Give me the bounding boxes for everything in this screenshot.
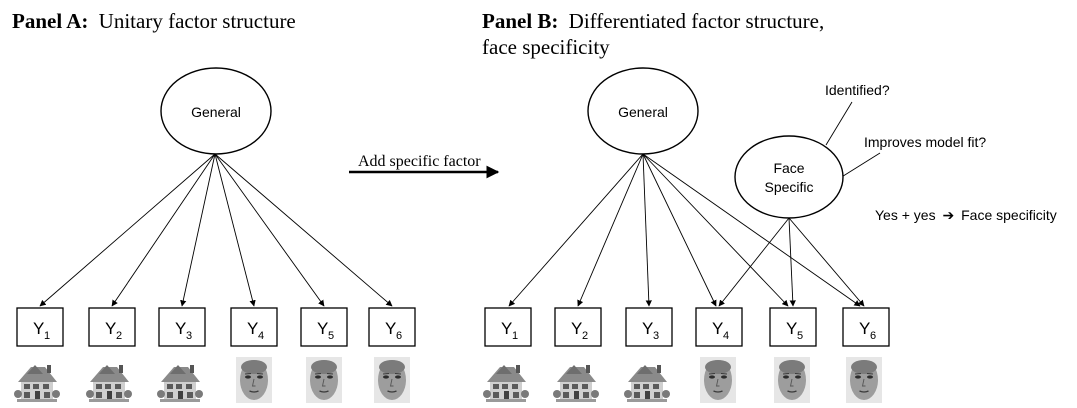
- indicator-letter: Y: [385, 319, 396, 338]
- panel-b-general-factor: [587, 67, 699, 155]
- panel-a-path-y5: [214, 153, 325, 307]
- indicator-subscript: 4: [723, 330, 729, 342]
- panel-a-path-y3: [180, 153, 216, 307]
- panel-a-stimuli: [14, 356, 411, 404]
- panel-b-general-path-y1: [508, 153, 644, 307]
- panel-a-indicator-y6: Y 6: [368, 307, 416, 347]
- indicator-letter: Y: [175, 319, 186, 338]
- panel-b-stimuli: [483, 356, 883, 404]
- indicator-subscript: 5: [797, 330, 803, 342]
- indicator-subscript: 1: [512, 330, 518, 342]
- face-specific-label-line2: Specific: [764, 179, 813, 195]
- indicator-subscript: 2: [582, 330, 588, 342]
- panel-a-path-y4: [214, 153, 256, 307]
- indicator-letter: Y: [317, 319, 328, 338]
- indicator-subscript: 6: [870, 330, 876, 342]
- panel-b-general-path-y4: [642, 153, 717, 307]
- conclusion-right: Face specificity: [961, 207, 1057, 223]
- face-specific-label-line1: Face: [773, 160, 804, 176]
- panel-a-indicator-y1: Y 1: [16, 307, 64, 347]
- panel-a-title: Panel A: Unitary factor structure: [12, 9, 296, 33]
- panel-b-general-paths: [508, 153, 861, 307]
- indicator-subscript: 4: [258, 330, 264, 342]
- panel-b-specific-path-y6: [788, 217, 865, 307]
- panel-a-general-label: General: [191, 104, 241, 120]
- panel-b-title-line2: face specificity: [482, 35, 610, 59]
- face-stimulus-image: [235, 356, 273, 404]
- face-specific-factor: [734, 135, 844, 219]
- conclusion-text: Yes + yes ➔ Face specificity: [875, 207, 1057, 223]
- indicator-subscript: 3: [186, 330, 192, 342]
- panel-a-title-rest: Unitary factor structure: [99, 9, 296, 33]
- face-stimulus-image: [373, 356, 411, 404]
- panel-b-indicator-y4: Y 4: [695, 307, 743, 347]
- model-fit-callout-line: [839, 152, 881, 179]
- face-stimulus-image: [773, 356, 811, 404]
- panel-a-indicators: Y 1 Y 2 Y 3 Y 4 Y 5 Y 6: [16, 307, 416, 347]
- indicator-letter: Y: [33, 319, 44, 338]
- indicator-letter: Y: [247, 319, 258, 338]
- face-stimulus-image: [305, 356, 343, 404]
- panel-b-indicator-y1: Y 1: [484, 307, 532, 347]
- panel-b-specific-path-y5: [788, 217, 796, 307]
- conclusion-left: Yes + yes: [875, 207, 936, 223]
- house-stimulus-image: [157, 365, 203, 402]
- indicator-letter: Y: [859, 319, 870, 338]
- indicator-subscript: 2: [116, 330, 122, 342]
- identified-callout-line: [825, 101, 853, 146]
- house-stimulus-image: [624, 365, 670, 402]
- indicator-letter: Y: [571, 319, 582, 338]
- panel-b-indicators: Y 1 Y 2 Y 3 Y 4 Y 5 Y 6: [484, 307, 890, 347]
- indicator-letter: Y: [786, 319, 797, 338]
- panel-a-indicator-y2: Y 2: [88, 307, 136, 347]
- panel-b-indicator-y5: Y 5: [769, 307, 817, 347]
- indicator-subscript: 3: [653, 330, 659, 342]
- house-stimulus-image: [483, 365, 529, 402]
- panel-b-general-label: General: [618, 104, 668, 120]
- panel-b-general-path-y3: [642, 153, 652, 307]
- indicator-letter: Y: [501, 319, 512, 338]
- panel-b-indicator-y6: Y 6: [842, 307, 890, 347]
- panel-a-general-factor: [160, 67, 272, 155]
- panel-a-indicator-y4: Y 4: [230, 307, 278, 347]
- house-stimulus-image: [553, 365, 599, 402]
- identified-question: Identified?: [825, 82, 890, 98]
- panel-b-general-path-y2: [577, 153, 644, 307]
- panel-b-specific-path-y4: [718, 217, 790, 307]
- indicator-subscript: 1: [44, 330, 50, 342]
- panel-a-title-bold: Panel A:: [12, 9, 88, 33]
- panel-a-path-y1: [39, 153, 216, 307]
- add-specific-factor-label: Add specific factor: [358, 153, 481, 170]
- panel-b-specific-paths: [718, 217, 865, 307]
- panel-a-path-y6: [214, 153, 393, 307]
- panel-b-indicator-y2: Y 2: [554, 307, 602, 347]
- panel-b-title-rest: Differentiated factor structure,: [569, 9, 825, 33]
- panel-a-path-y2: [111, 153, 216, 307]
- indicator-subscript: 6: [396, 330, 402, 342]
- indicator-letter: Y: [105, 319, 116, 338]
- panel-b-title-bold: Panel B:: [482, 9, 558, 33]
- indicator-letter: Y: [712, 319, 723, 338]
- panel-a-indicator-y3: Y 3: [158, 307, 206, 347]
- indicator-letter: Y: [642, 319, 653, 338]
- indicator-subscript: 5: [328, 330, 334, 342]
- model-fit-question: Improves model fit?: [864, 134, 986, 150]
- panel-b-general-path-y5: [642, 153, 789, 307]
- house-stimulus-image: [86, 365, 132, 402]
- panel-b-indicator-y3: Y 3: [625, 307, 673, 347]
- panel-a-indicator-y5: Y 5: [300, 307, 348, 347]
- panel-b-title-line1: Panel B: Differentiated factor structure…: [482, 9, 824, 33]
- panel-a-paths: [39, 153, 393, 307]
- panel-b-general-path-y6: [642, 153, 861, 307]
- face-stimulus-image: [699, 356, 737, 404]
- house-stimulus-image: [14, 365, 60, 402]
- conclusion-arrow-icon: ➔: [942, 207, 954, 223]
- face-stimulus-image: [845, 356, 883, 404]
